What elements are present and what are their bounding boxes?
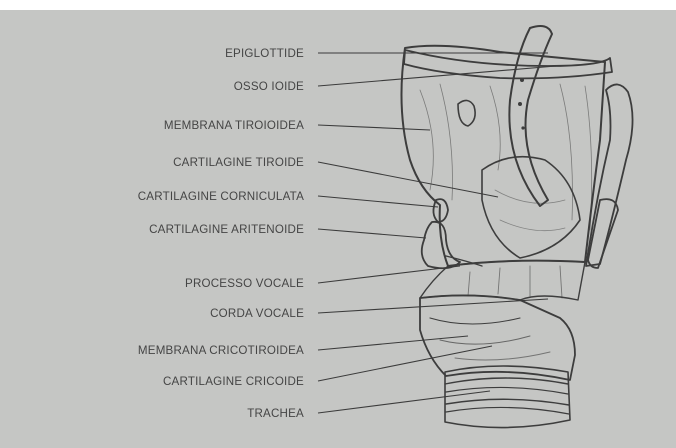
thyroid-drawing	[401, 46, 612, 266]
label-processo-vocale: PROCESSO VOCALE	[185, 277, 304, 290]
leader-cartilagine-aritenoide	[318, 229, 426, 238]
leader-osso-ioide	[318, 66, 556, 86]
label-membrana-cricotiroidea: MEMBRANA CRICOTIROIDEA	[138, 344, 304, 357]
leader-lines	[318, 53, 556, 413]
cricothyroid-membrane-drawing	[420, 261, 585, 300]
leader-corda-vocale	[318, 299, 548, 313]
label-cartilagine-corniculata: CARTILAGINE CORNICULATA	[138, 190, 304, 203]
cricoid-drawing	[420, 295, 575, 380]
leader-membrana-tiroioidea	[318, 125, 430, 130]
label-cartilagine-tiroide: CARTILAGINE TIROIDE	[173, 156, 304, 169]
leader-cartilagine-corniculata	[318, 196, 438, 207]
leader-cartilagine-cricoide	[318, 346, 492, 381]
leader-membrana-cricotiroidea	[318, 336, 468, 350]
label-corda-vocale: CORDA VOCALE	[210, 307, 304, 320]
arytenoid-drawing	[422, 199, 482, 268]
posterior-column-drawing	[586, 84, 633, 268]
larynx-illustration	[401, 26, 632, 428]
label-cartilagine-cricoide: CARTILAGINE CRICOIDE	[163, 375, 304, 388]
leader-cartilagine-tiroide	[318, 162, 498, 197]
label-trachea: TRACHEA	[247, 407, 304, 420]
trachea-drawing	[445, 366, 570, 428]
label-cartilagine-aritenoide: CARTILAGINE ARITENOIDE	[149, 223, 304, 236]
label-epiglottide: EPIGLOTTIDE	[225, 47, 304, 60]
label-membrana-tiroioidea: MEMBRANA TIROIOIDEA	[164, 119, 304, 132]
label-osso-ioide: OSSO IOIDE	[234, 80, 304, 93]
labels: EPIGLOTTIDE OSSO IOIDE MEMBRANA TIROIOID…	[138, 47, 304, 420]
